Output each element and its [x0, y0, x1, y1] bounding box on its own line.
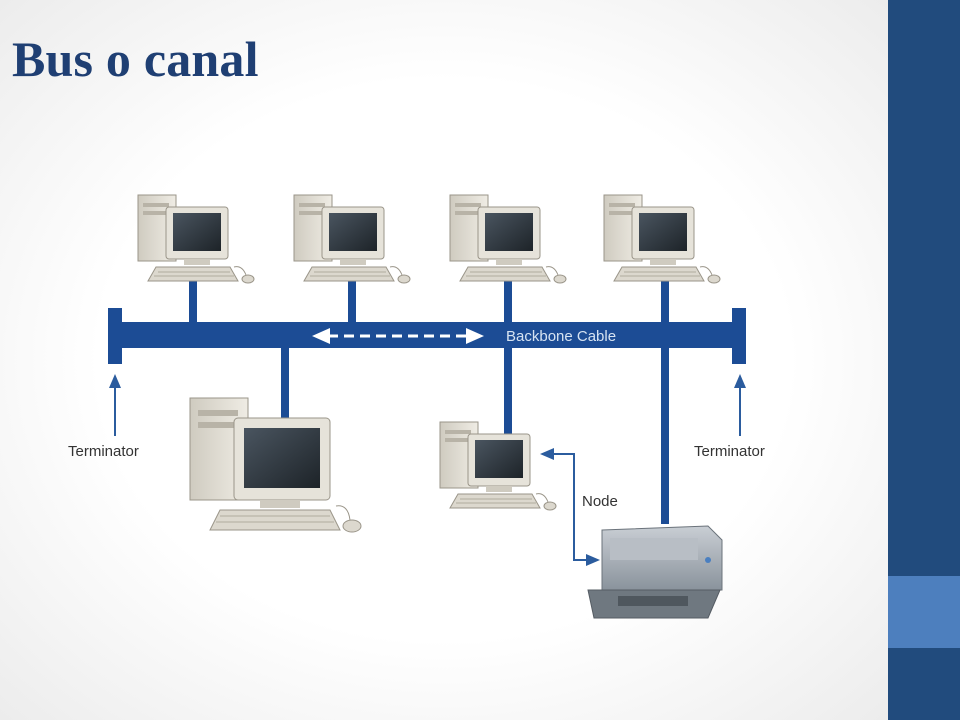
computer-icon [449, 194, 567, 284]
slide-title: Bus o canal [12, 31, 259, 87]
bus-topology-diagram: Backbone Cable Terminator Terminator [68, 194, 765, 619]
computer-icon [137, 194, 255, 284]
terminator-right-label: Terminator [694, 443, 765, 460]
node-label-bg [578, 490, 630, 512]
computer-icon [603, 194, 721, 284]
terminator-left-label: Terminator [68, 443, 139, 460]
terminator-arrow-icon [734, 374, 746, 436]
node-label: Node [582, 493, 618, 510]
computer-icon [189, 397, 362, 533]
sidebar-accent [888, 576, 960, 648]
computer-icon [439, 421, 557, 511]
terminator-arrow-icon [109, 374, 121, 436]
node-arrow-icon [540, 448, 600, 566]
backbone-cable [108, 308, 746, 364]
backbone-cable-label: Backbone Cable [506, 328, 616, 345]
computer-icon [293, 194, 411, 284]
node-connections [189, 280, 669, 524]
printer-icon [587, 525, 723, 619]
data-flow-arrow-icon [312, 328, 484, 344]
